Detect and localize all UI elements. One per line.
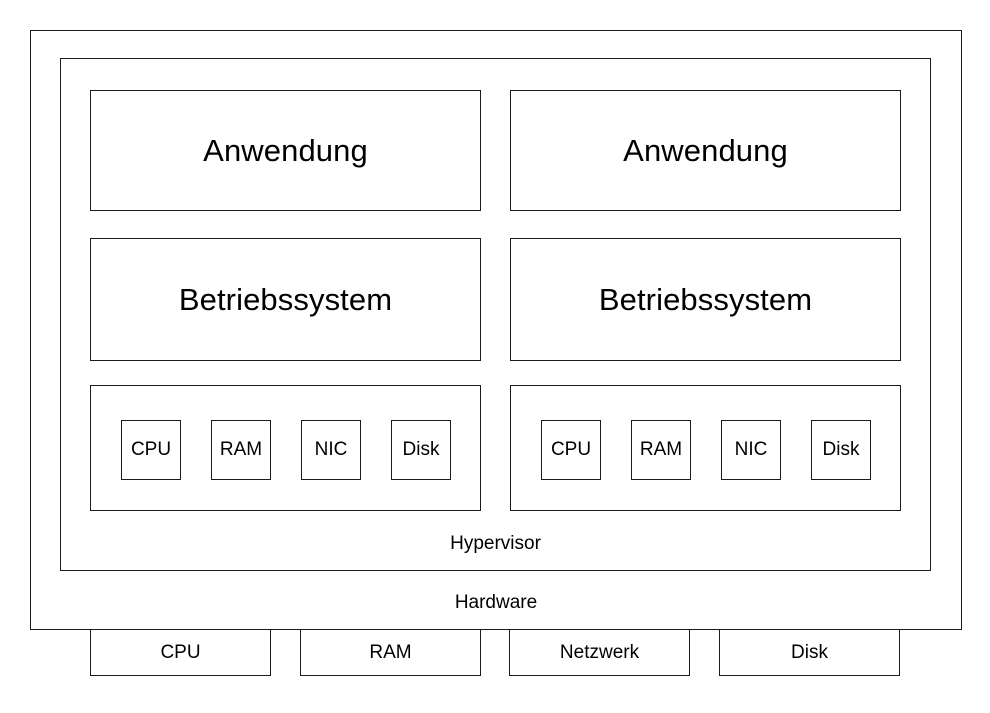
physical-resource-cpu: CPU [90, 629, 271, 676]
vm-1-operating-system-label: Betriebssystem [178, 281, 393, 317]
hypervisor-caption: Hypervisor [450, 532, 541, 554]
vm-1-resource-cpu: CPU [121, 420, 181, 480]
vm-2-resource-cpu: CPU [541, 420, 601, 480]
vm-1-resource-ram: RAM [211, 420, 271, 480]
vm-1-operating-system-box: Betriebssystem [90, 238, 481, 361]
hardware-caption: Hardware [454, 591, 538, 613]
vm-1-resource-nic: NIC [301, 420, 361, 480]
vm-2-application-box: Anwendung [510, 90, 901, 211]
physical-resource-netzwerk: Netzwerk [509, 629, 690, 676]
vm-1-application-label: Anwendung [203, 132, 368, 168]
physical-resource-disk: Disk [719, 629, 900, 676]
physical-resource-ram: RAM [300, 629, 481, 676]
vm-1-application-box: Anwendung [90, 90, 481, 211]
vm-2-virtual-resources-box: CPU RAM NIC Disk [510, 385, 901, 511]
vm-2-application-label: Anwendung [623, 132, 788, 168]
vm-2-resource-ram: RAM [631, 420, 691, 480]
vm-1-resource-disk: Disk [391, 420, 451, 480]
vm-2-resource-nic: NIC [721, 420, 781, 480]
vm-1-virtual-resources-box: CPU RAM NIC Disk [90, 385, 481, 511]
vm-2-operating-system-box: Betriebssystem [510, 238, 901, 361]
vm-2-operating-system-label: Betriebssystem [598, 281, 813, 317]
vm-2-resource-disk: Disk [811, 420, 871, 480]
